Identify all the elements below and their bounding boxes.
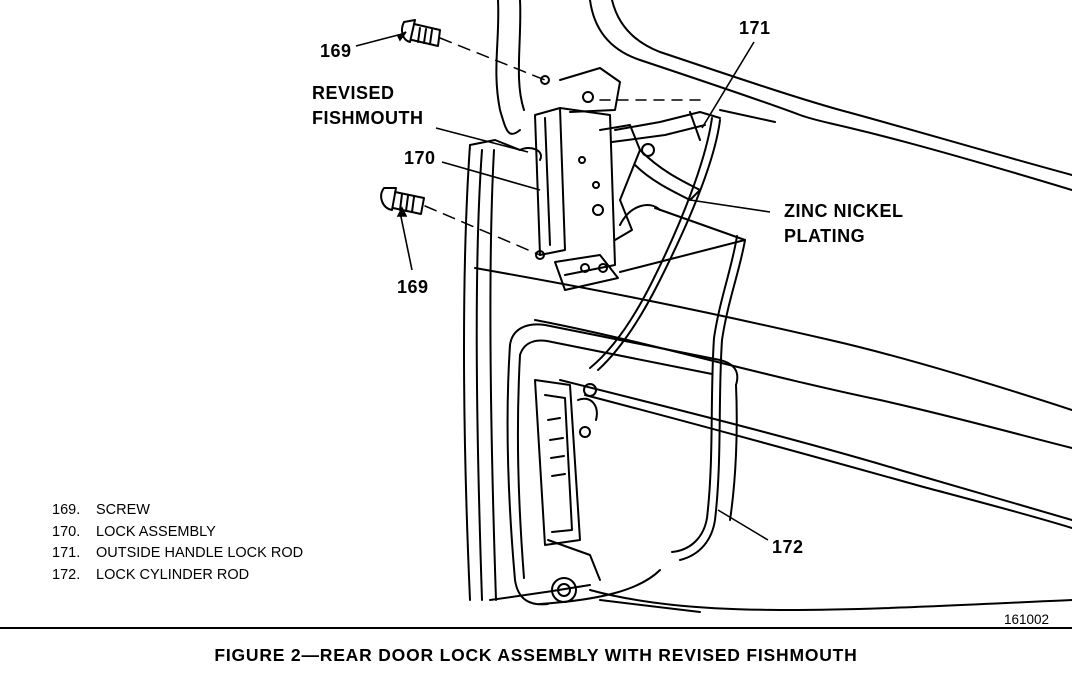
callout-zinc-line1: ZINC NICKEL <box>784 201 904 221</box>
legend-number: 171. <box>52 545 81 561</box>
callout-revised-line2: FISHMOUTH <box>312 108 424 128</box>
legend-item: 171. OUTSIDE HANDLE LOCK ROD <box>52 543 303 565</box>
legend-number: 169. <box>52 502 81 518</box>
fishmouth-detail <box>519 147 542 161</box>
door-edge <box>463 144 471 601</box>
legend-text: LOCK CYLINDER ROD <box>96 566 250 583</box>
legend-number: 170. <box>52 523 81 540</box>
leader-169-top <box>355 33 403 47</box>
lock-assembly-housing <box>534 67 641 291</box>
leader-170 <box>441 161 541 191</box>
inner-panel-opening <box>509 323 739 386</box>
legend-number: 172. <box>52 566 81 583</box>
screw-bottom <box>380 187 425 215</box>
callout-169-bottom: 169 <box>397 277 429 297</box>
leader-169-bottom <box>399 211 413 271</box>
leader-zinc <box>689 199 771 213</box>
legend-text: SCREW <box>96 502 150 518</box>
figure-id: 161002 <box>1004 612 1050 627</box>
callout-169-top: 169 <box>320 41 352 61</box>
screw-top <box>401 19 441 47</box>
callout-171: 171 <box>739 18 771 38</box>
inside-handle-mechanism <box>534 379 601 603</box>
figure-caption: FIGURE 2—REAR DOOR LOCK ASSEMBLY WITH RE… <box>214 645 858 665</box>
callout-zinc-line2: PLATING <box>784 226 866 246</box>
zinc-callout-lines <box>619 207 746 273</box>
lock-linkage <box>611 111 721 226</box>
callout-revised-line1: REVISED <box>312 83 395 103</box>
legend-text: OUTSIDE HANDLE LOCK ROD <box>96 545 304 561</box>
parts-legend: 169. SCREW 170. LOCK ASSEMBLY 171. OUTSIDE … <box>52 500 303 586</box>
lock-cylinder-rod <box>679 239 746 561</box>
legend-item: 170. LOCK ASSEMBLY <box>52 522 303 544</box>
callout-170: 170 <box>404 148 436 168</box>
legend-item: 172. LOCK CYLINDER ROD <box>52 565 303 587</box>
screw-alignment-dash <box>439 37 546 81</box>
leader-171 <box>701 41 755 129</box>
leader-172 <box>717 509 769 541</box>
outside-handle-lock-rod <box>597 119 721 371</box>
leader-revised-fishmouth <box>435 127 529 153</box>
callout-172: 172 <box>772 537 804 557</box>
legend-text: LOCK ASSEMBLY <box>96 523 216 540</box>
legend-item: 169. SCREW <box>52 500 303 522</box>
door-pillar-outline <box>495 0 521 135</box>
